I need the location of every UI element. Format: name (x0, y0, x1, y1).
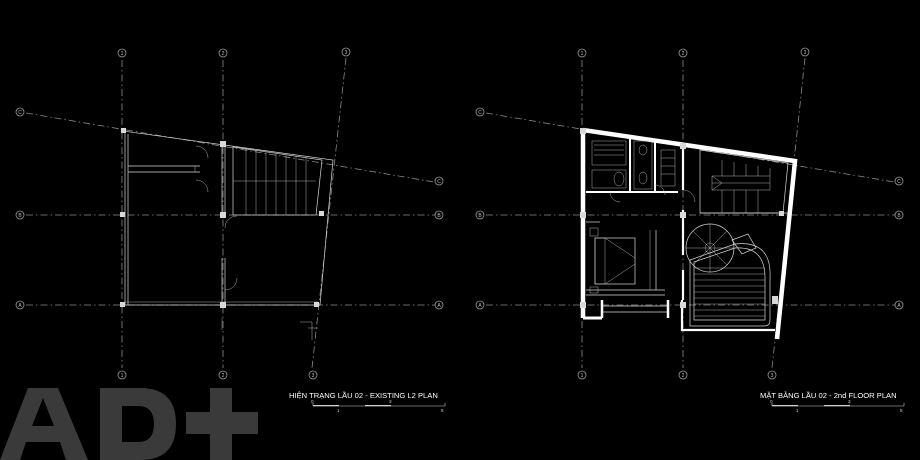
svg-text:A: A (478, 303, 482, 309)
svg-text:3: 3 (312, 373, 315, 379)
left-building-walls (122, 130, 334, 340)
right-grid-bubble-3-bottom: 3 (767, 370, 777, 380)
right-grid-bubble-a-right: A (894, 300, 904, 310)
left-scale-bar: 0 1 3 5 (311, 399, 446, 413)
right-plan: 1 2 3 1 2 3 C B A C B A (475, 47, 905, 413)
left-grid-bubble-1-bottom: 1 (117, 370, 127, 380)
right-grid-bubble-1-top: 1 (577, 48, 587, 58)
svg-text:C: C (897, 179, 901, 185)
left-scale-label-5: 5 (441, 408, 444, 413)
logo-mark (0, 388, 258, 460)
svg-text:3: 3 (804, 50, 807, 56)
right-bedroom (586, 221, 657, 294)
left-grid-bubble-c-right: C (434, 176, 444, 186)
svg-text:2: 2 (682, 373, 685, 379)
svg-text:2: 2 (222, 373, 225, 379)
right-grid-bubble-3-top: 3 (800, 47, 810, 57)
svg-text:3: 3 (771, 373, 774, 379)
right-plan-caption: MẶT BẰNG LẦU 02 - 2nd FLOOR PLAN (760, 390, 897, 400)
right-scale-label-3: 3 (848, 399, 851, 404)
svg-text:1: 1 (581, 51, 584, 57)
right-scale-label-5: 5 (900, 408, 903, 413)
left-grid-bubble-b-right: B (434, 210, 444, 220)
left-plan: 1 2 3 1 2 3 C B A C B A (15, 47, 446, 413)
right-grid-bubble-a-left: A (475, 300, 485, 310)
right-grid-lines (485, 57, 901, 369)
svg-text:2: 2 (682, 51, 685, 57)
right-spiral-stair (685, 223, 735, 273)
right-grid-bubble-2-bottom: 2 (678, 370, 688, 380)
right-exterior-walls (580, 127, 798, 340)
left-grid-bubble-a-right: A (434, 300, 444, 310)
right-grid-bubble-1-bottom: 1 (577, 370, 587, 380)
svg-text:A: A (18, 303, 22, 309)
left-columns (120, 128, 324, 308)
svg-text:3: 3 (345, 50, 348, 56)
svg-text:C: C (478, 110, 482, 116)
left-grid-bubble-2-top: 2 (218, 48, 228, 58)
right-columns (580, 128, 784, 308)
right-interior-walls (586, 137, 788, 300)
left-grid-bubble-a-left: A (15, 300, 25, 310)
left-grid-bubble-b-left: B (15, 210, 25, 220)
right-bathroom (591, 140, 676, 190)
right-scale-label-0: 0 (770, 399, 773, 404)
svg-text:A: A (897, 303, 901, 309)
svg-text:B: B (437, 213, 441, 219)
svg-text:C: C (18, 110, 22, 116)
left-scale-label-0: 0 (311, 399, 314, 404)
right-grid-bubble-b-left: B (475, 210, 485, 220)
svg-text:B: B (478, 213, 482, 219)
left-grid-bubble-1-top: 1 (117, 48, 127, 58)
right-scale-bar: 0 1 3 5 (770, 399, 905, 413)
left-grid-bubble-3-bottom: 3 (308, 370, 318, 380)
left-scale-label-1: 1 (337, 408, 340, 413)
svg-text:1: 1 (121, 373, 124, 379)
svg-text:B: B (18, 213, 22, 219)
right-grid-bubble-c-right: C (894, 176, 904, 186)
right-grid-bubble-b-right: B (894, 210, 904, 220)
right-grid-bubble-2-top: 2 (678, 48, 688, 58)
right-grid-bubble-c-left: C (475, 107, 485, 117)
right-curved-terrace (689, 233, 771, 327)
svg-text:B: B (897, 213, 901, 219)
svg-text:C: C (437, 179, 441, 185)
left-grid-bubble-2-bottom: 2 (218, 370, 228, 380)
svg-text:A: A (437, 303, 441, 309)
left-plan-caption: HIỆN TRẠNG LẦU 02 - EXISTING L2 PLAN (289, 390, 438, 400)
left-grid-bubble-c-left: C (15, 107, 25, 117)
svg-text:2: 2 (222, 51, 225, 57)
svg-text:1: 1 (581, 373, 584, 379)
svg-text:1: 1 (121, 51, 124, 57)
right-scale-label-1: 1 (796, 408, 799, 413)
left-grid-bubble-3-top: 3 (341, 47, 351, 57)
left-scale-label-3: 3 (389, 399, 392, 404)
